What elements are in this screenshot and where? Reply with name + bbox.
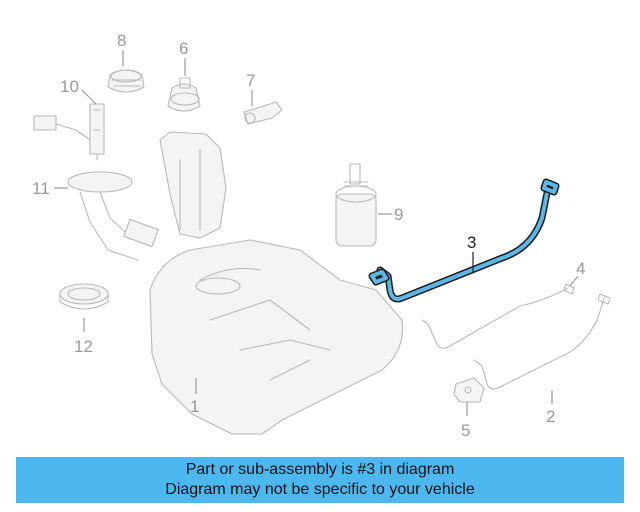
part-8-cap[interactable] xyxy=(107,69,145,93)
part-3-strap[interactable] xyxy=(368,178,560,303)
callout-6: 6 xyxy=(179,39,188,58)
callout-1: 1 xyxy=(190,397,199,416)
part-5-bracket[interactable] xyxy=(453,377,485,403)
callout-4: 4 xyxy=(576,259,585,278)
callout-5: 5 xyxy=(461,421,470,440)
callout-7: 7 xyxy=(246,71,255,90)
callout-3: 3 xyxy=(467,233,476,252)
banner-line-2: Diagram may not be specific to your vehi… xyxy=(165,481,475,498)
part-6-sensor[interactable] xyxy=(167,77,201,112)
part-11-pump-module[interactable] xyxy=(67,171,159,261)
callout-2: 2 xyxy=(546,407,555,426)
part-10-level-sender[interactable] xyxy=(33,103,105,161)
callout-9: 9 xyxy=(394,205,403,224)
callout-10-leader xyxy=(81,89,97,105)
part-2-strap[interactable] xyxy=(473,293,611,390)
part-1-fuel-tank[interactable] xyxy=(149,131,404,435)
info-banner: Part or sub-assembly is #3 in diagram Di… xyxy=(16,457,624,503)
part-7-connector[interactable] xyxy=(243,101,283,125)
callout-11: 11 xyxy=(32,179,50,198)
banner-line-1: Part or sub-assembly is #3 in diagram xyxy=(185,461,455,478)
callout-8: 8 xyxy=(117,31,126,50)
part-12-seal-ring[interactable] xyxy=(59,283,109,310)
callout-12: 12 xyxy=(74,337,93,356)
part-9-fuel-filter[interactable] xyxy=(335,163,377,247)
callout-10: 10 xyxy=(60,77,79,96)
part-4-strap[interactable] xyxy=(421,283,575,349)
callout-4-leader xyxy=(569,275,579,287)
